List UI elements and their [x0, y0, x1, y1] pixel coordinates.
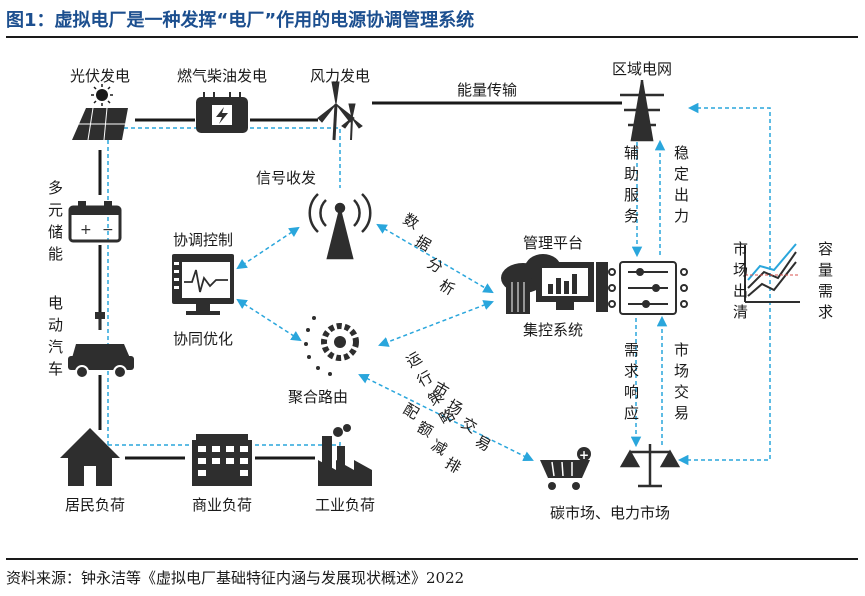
wind-turbine-icon [317, 81, 363, 141]
signal-tower-icon [308, 193, 372, 260]
label-energy-transfer: 能量传输 [457, 81, 517, 99]
electric-vehicle-icon [68, 312, 134, 379]
factory-icon [318, 424, 372, 486]
svg-text:+: + [80, 222, 92, 238]
transmission-tower-icon [620, 80, 664, 142]
market-trend-chart-icon [744, 243, 800, 303]
label-industrial: 工业负荷 [315, 496, 375, 514]
balance-scale-icon [619, 444, 681, 488]
aggregation-router-icon [304, 316, 359, 376]
label-central-control: 集控系统 [523, 321, 583, 339]
figure-title: 图1：虚拟电厂是一种发挥“电厂”作用的电源协调管理系统 [6, 10, 475, 31]
label-aux-service: 辅助服务 [624, 144, 639, 225]
label-aggregation: 聚合路由 [288, 388, 348, 406]
battery-icon: + − [68, 201, 122, 243]
label-ev: 电动汽车 [48, 294, 63, 378]
solar-panel-icon [72, 84, 128, 141]
label-market-trade-2: 市场交易 [674, 341, 689, 422]
label-capacity-demand: 容量需求 [818, 240, 833, 321]
source-note: 资料来源：钟永洁等《虚拟电厂基础特征内涵与发展现状概述》2022 [6, 569, 465, 587]
commercial-building-icon [192, 434, 252, 486]
label-storage: 多元储能 [48, 179, 63, 263]
label-coord-opt: 协同优化 [173, 330, 233, 348]
management-platform-icon [501, 254, 608, 314]
label-fuel-generator: 燃气柴油发电 [177, 67, 267, 85]
label-signal: 信号收发 [256, 169, 316, 187]
label-demand-response: 需求响应 [624, 341, 639, 422]
control-monitor-icon [172, 254, 234, 315]
label-commercial: 商业负荷 [192, 496, 252, 514]
label-grid: 区域电网 [612, 60, 672, 78]
power-lines [98, 101, 622, 460]
label-coord-control: 协调控制 [173, 231, 233, 249]
svg-text:−: − [102, 222, 114, 238]
top-rule [6, 36, 858, 38]
svg-text:+: + [579, 448, 589, 462]
label-solar: 光伏发电 [70, 67, 130, 85]
generator-icon [196, 92, 248, 133]
house-icon [60, 428, 120, 486]
label-residential: 居民负荷 [65, 496, 125, 514]
label-market-clear: 市场出清 [733, 240, 748, 321]
label-wind: 风力发电 [310, 67, 370, 85]
shopping-cart-icon: + [540, 447, 591, 490]
network-circuit-icon [608, 261, 688, 315]
bottom-rule [6, 558, 858, 560]
label-stable-output: 稳定出力 [674, 144, 689, 225]
label-platform: 管理平台 [523, 234, 583, 252]
label-markets: 碳市场、电力市场 [550, 504, 670, 522]
